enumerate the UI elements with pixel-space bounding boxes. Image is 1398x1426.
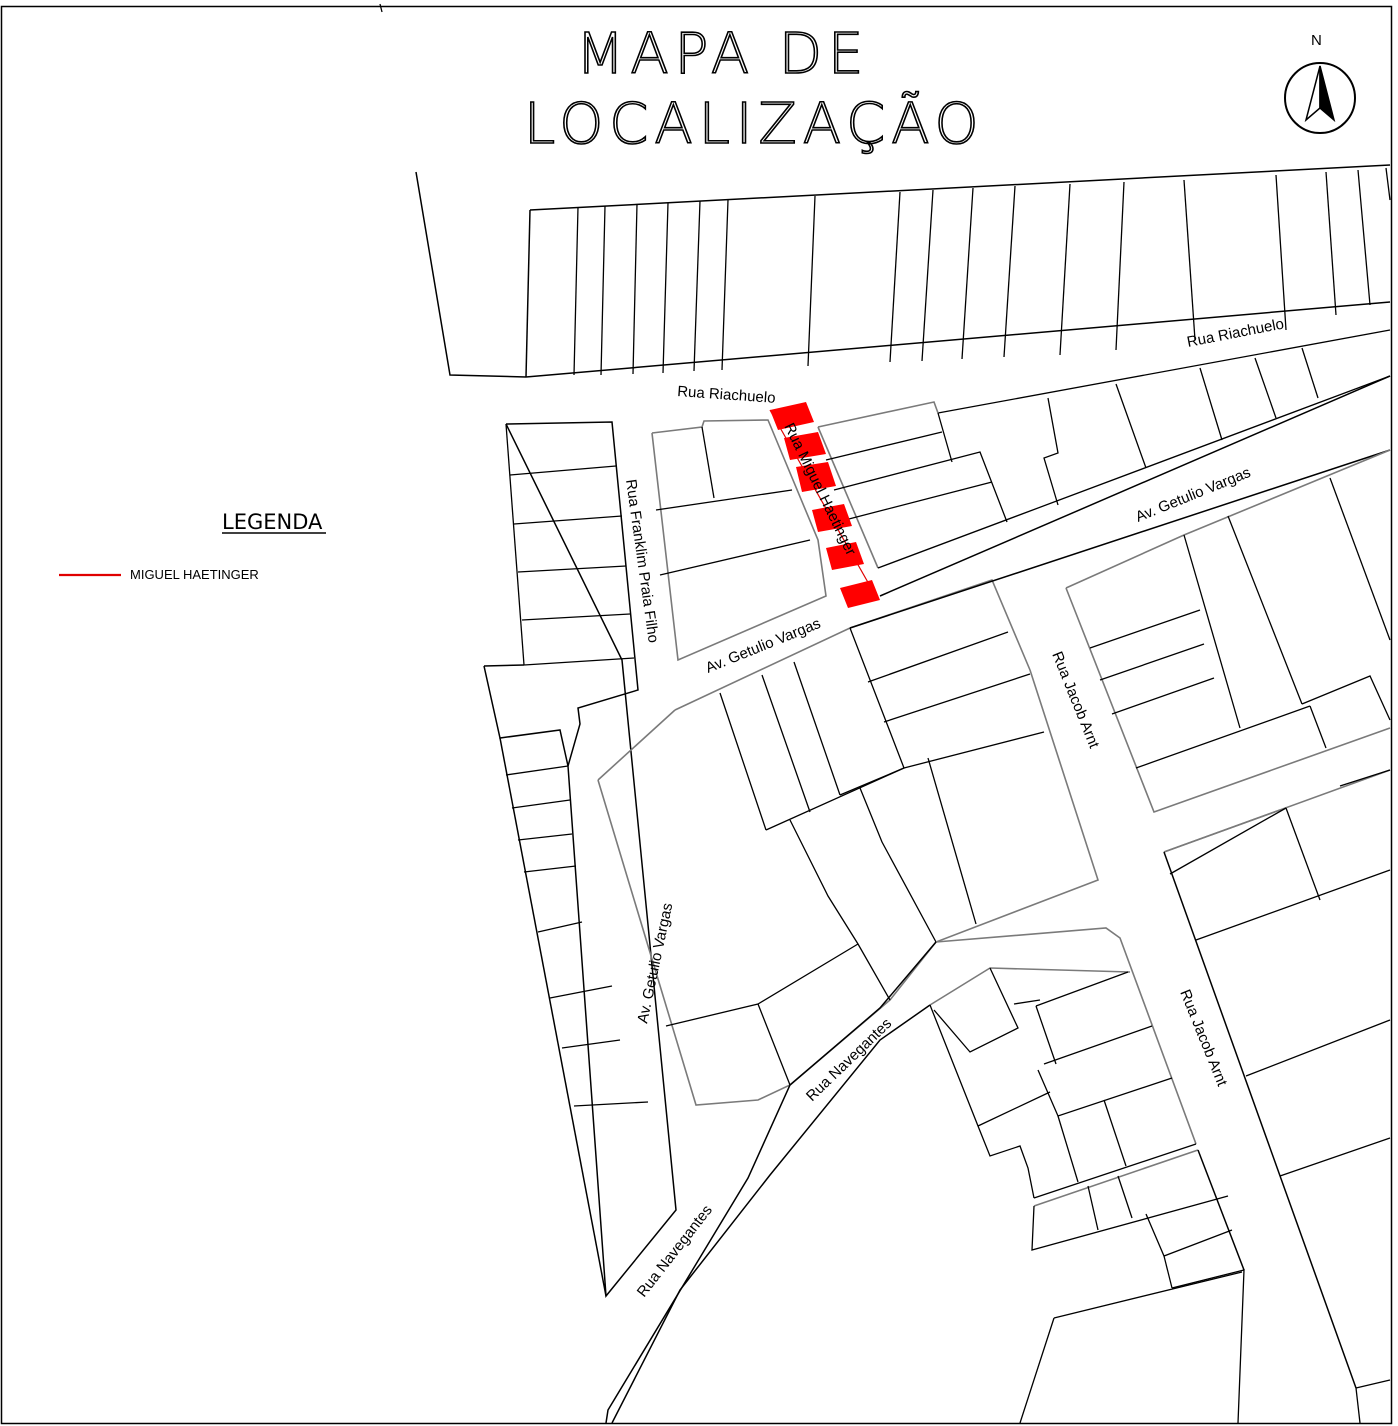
highlight-segment (784, 432, 826, 460)
legend: LEGENDA MIGUEL HAETINGER (59, 510, 326, 582)
rua-navegantes-edges (605, 941, 937, 1424)
highlight-segment (796, 462, 836, 492)
highlight-segment (770, 402, 814, 430)
map-title-line2: LOCALIZAÇÃO (524, 92, 985, 157)
block-jacob-east-north (1065, 449, 1391, 814)
block-jacob-east-south (1163, 769, 1391, 1424)
block-navegantes-jacob (929, 927, 1245, 1424)
block-haetinger-west (651, 419, 827, 662)
label-rua-navegantes-center: Rua Navegantes (803, 1015, 895, 1105)
block-riachuelo-getulio (817, 329, 1391, 569)
north-arrow-icon: N (1284, 32, 1356, 134)
highlight-segment (826, 542, 864, 570)
legend-item-label: MIGUEL HAETINGER (130, 567, 259, 582)
label-rua-jacob-arnt-south: Rua Jacob Arnt (1176, 987, 1230, 1089)
block-franklim-west (483, 421, 677, 1298)
avenue-getulio-vargas-edges (597, 375, 1391, 781)
highlight-segment (840, 580, 880, 608)
highlight-segment (812, 504, 852, 532)
block-north (415, 164, 1391, 378)
rua-miguel-haetinger-highlight (769, 402, 880, 608)
label-rua-jacob-arnt-north: Rua Jacob Arnt (1048, 649, 1102, 751)
label-rua-riachuelo-west: Rua Riachuelo (677, 383, 776, 407)
label-av-getulio-vargas-center: Av. Getulio Vargas (703, 615, 823, 677)
block-central-south (597, 627, 1099, 1106)
label-av-getulio-vargas-ne: Av. Getulio Vargas (1133, 464, 1253, 526)
legend-title: LEGENDA (222, 510, 323, 534)
map-title-line1: MAPA DE (576, 22, 869, 87)
north-label: N (1311, 32, 1322, 49)
map-border (0, 5, 1393, 1425)
label-rua-riachuelo-east: Rua Riachuelo (1186, 315, 1286, 350)
label-rua-franklim-praia-filho: Rua Franklim Praia Filho (622, 478, 662, 644)
